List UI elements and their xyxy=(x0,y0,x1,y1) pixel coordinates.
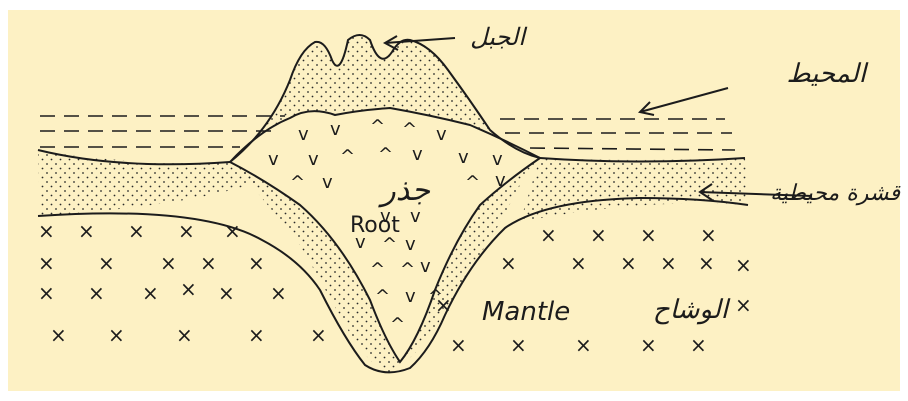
root-caret-mark: ^ xyxy=(370,259,385,280)
root-english-label: Root xyxy=(350,213,400,238)
root-caret-mark: ^ xyxy=(400,259,415,280)
root-caret-mark: ^ xyxy=(402,119,417,140)
mantle-x-mark: × xyxy=(38,281,55,305)
mantle-x-mark: × xyxy=(450,333,467,357)
mantle-x-mark: × xyxy=(248,251,265,275)
root-v-mark: v xyxy=(298,124,309,145)
mantle-x-mark: × xyxy=(735,253,752,277)
oceanic-crust-label: قشرة محيطية xyxy=(770,181,901,206)
mantle-english-label: Mantle xyxy=(482,297,570,327)
mantle-x-mark: × xyxy=(590,223,607,247)
root-caret-mark: ^ xyxy=(290,172,305,193)
root-v-mark: v xyxy=(492,149,503,170)
mantle-x-mark: × xyxy=(540,223,557,247)
mantle-x-mark: × xyxy=(98,251,115,275)
root-v-mark: v xyxy=(412,144,423,165)
mantle-x-mark: × xyxy=(700,223,717,247)
mantle-x-mark: × xyxy=(660,251,677,275)
mantle-x-mark: × xyxy=(248,323,265,347)
mantle-x-mark: × xyxy=(142,281,159,305)
mantle-x-mark: × xyxy=(435,293,452,317)
mantle-x-mark: × xyxy=(178,219,195,243)
mantle-x-mark: × xyxy=(108,323,125,347)
root-v-mark: v xyxy=(330,119,341,140)
mantle-x-mark: × xyxy=(270,281,287,305)
root-v-mark: v xyxy=(420,256,431,277)
mantle-x-mark: × xyxy=(510,333,527,357)
root-v-mark: v xyxy=(436,124,447,145)
mantle-x-mark: × xyxy=(575,333,592,357)
ocean-label: المحيط xyxy=(787,59,869,89)
mountain-label: الجبل xyxy=(470,23,527,51)
root-v-mark: v xyxy=(322,172,333,193)
mantle-x-mark: × xyxy=(88,281,105,305)
root-arabic-label: جذر xyxy=(377,173,430,208)
root-caret-mark: ^ xyxy=(465,172,480,193)
crust-band-right xyxy=(520,158,748,222)
mantle-x-mark: × xyxy=(176,323,193,347)
mantle-x-mark: × xyxy=(570,251,587,275)
mantle-x-mark: × xyxy=(640,223,657,247)
mantle-x-mark: × xyxy=(38,219,55,243)
mantle-x-mark: × xyxy=(218,281,235,305)
mountain-arrow xyxy=(385,38,455,43)
mantle-x-mark: × xyxy=(128,219,145,243)
mantle-x-mark: × xyxy=(78,219,95,243)
root-v-mark: v xyxy=(495,170,506,191)
root-v-mark: v xyxy=(308,149,319,170)
mantle-x-mark: × xyxy=(224,219,241,243)
crust-band-left xyxy=(38,150,262,216)
mantle-x-mark: × xyxy=(500,251,517,275)
root-caret-mark: ^ xyxy=(340,146,355,167)
ocean-arrow xyxy=(640,88,728,112)
mantle-arabic-label: الوشاح xyxy=(653,295,731,325)
mantle-x-mark: × xyxy=(180,277,197,301)
mantle-x-mark: × xyxy=(38,251,55,275)
root-caret-mark: ^ xyxy=(390,314,405,335)
mantle-x-mark: × xyxy=(735,293,752,317)
mantle-x-mark: × xyxy=(310,323,327,347)
mantle-x-mark: × xyxy=(690,333,707,357)
root-caret-mark: ^ xyxy=(375,286,390,307)
root-v-mark: v xyxy=(268,149,279,170)
root-v-mark: v xyxy=(405,234,416,255)
mantle-x-mark: × xyxy=(160,251,177,275)
mantle-x-mark: × xyxy=(200,251,217,275)
root-v-mark: v xyxy=(458,147,469,168)
root-caret-mark: ^ xyxy=(370,116,385,137)
mantle-x-mark: × xyxy=(640,333,657,357)
root-v-mark: v xyxy=(405,286,416,307)
root-v-mark: v xyxy=(410,206,421,227)
mantle-x-mark: × xyxy=(50,323,67,347)
root-caret-mark: ^ xyxy=(378,144,393,165)
mantle-x-mark: × xyxy=(698,251,715,275)
mantle-x-mark: × xyxy=(620,251,637,275)
